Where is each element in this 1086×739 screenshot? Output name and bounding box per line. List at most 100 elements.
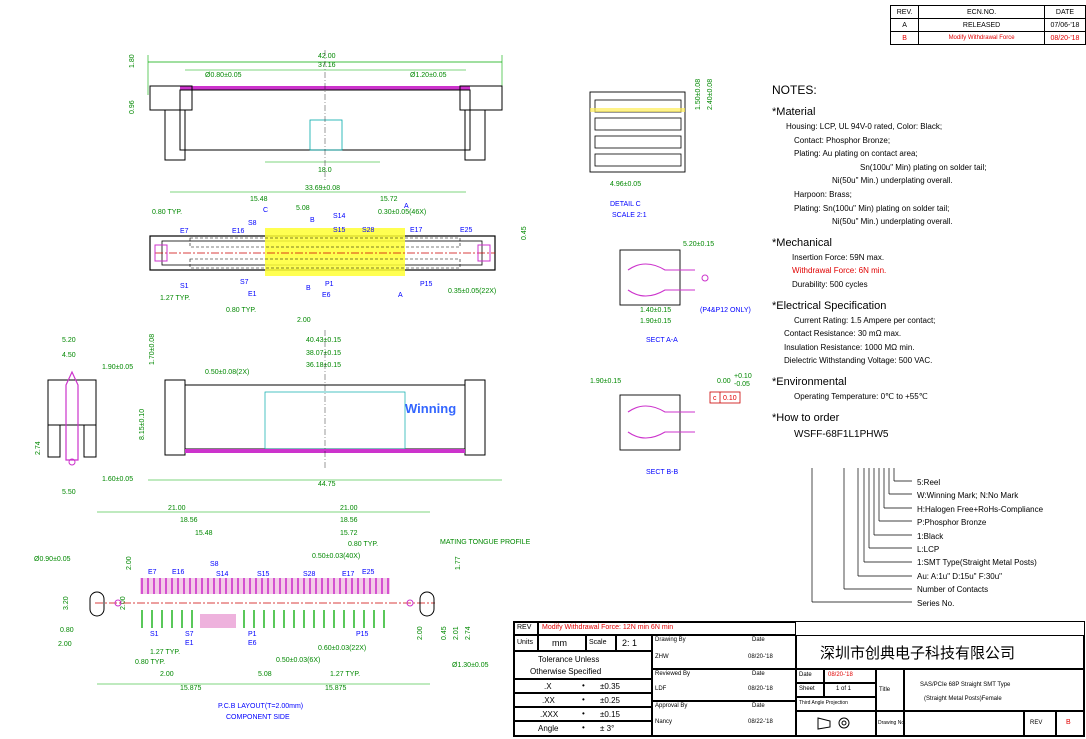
dim-18: 18.0 bbox=[318, 167, 332, 174]
detail-c: 1.50±0.08 2.40±0.08 4.96±0.05 DETAIL C S… bbox=[589, 79, 714, 219]
rev-row: B Modify Withdrawal Force 08/20-'18 bbox=[889, 31, 1086, 45]
pcb-dim-1572: 15.72 bbox=[340, 530, 358, 537]
pcb-subtitle: COMPONENT SIDE bbox=[226, 714, 290, 721]
flatness-symbol: c bbox=[713, 395, 717, 402]
svg-text:E7: E7 bbox=[180, 228, 189, 235]
dim-3618: 36.18±0.15 bbox=[306, 362, 341, 369]
sect-b-title: SECT B-B bbox=[646, 469, 678, 476]
dim-127typ: 1.27 TYP. bbox=[160, 295, 190, 302]
pcb-dim-15875b: 15.875 bbox=[325, 685, 347, 692]
dim-096: 0.96 bbox=[129, 100, 136, 114]
dim-hole-right: Ø1.20±0.05 bbox=[410, 72, 447, 79]
dim-190-a: 1.90±0.15 bbox=[640, 318, 671, 325]
svg-text:E16: E16 bbox=[172, 569, 185, 576]
dim-190: 1.90±0.05 bbox=[102, 364, 133, 371]
pcb-dim-200c: 2.00 bbox=[160, 671, 174, 678]
tb-tol-val: ±0.25 bbox=[600, 696, 620, 705]
order-legend-item: W:Winning Mark; N:No Mark bbox=[917, 491, 1019, 501]
dim-140-a: 1.40±0.15 bbox=[640, 307, 671, 314]
order-legend-item: H:Halogen Free+RoHs-Compliance bbox=[917, 504, 1044, 514]
pcb-dim-080typ: 0.80 TYP. bbox=[348, 541, 378, 548]
svg-text:E25: E25 bbox=[362, 569, 375, 576]
tb-reviewed-by-name: LDF bbox=[655, 686, 667, 692]
tb-rev-text: Modify Withdrawal Force: 12N min 6N min bbox=[542, 624, 674, 631]
tb-date-cell: 08/20-'18 bbox=[828, 672, 853, 678]
pcb-dim-080typ-b: 0.80 TYP. bbox=[135, 659, 165, 666]
pcb-dim-21a: 21.00 bbox=[168, 505, 186, 512]
pcb-dim-508: 5.08 bbox=[258, 671, 272, 678]
pcb-dim-060: 0.60±0.03(22X) bbox=[318, 645, 366, 652]
svg-text:E25: E25 bbox=[460, 227, 473, 234]
tb-title-line1: SAS/PCIe 68P Straight SMT Type bbox=[920, 682, 1011, 688]
date-cell: 08/20-'18 bbox=[1043, 31, 1086, 45]
dim-080typ-b: 0.80 TYP. bbox=[226, 307, 256, 314]
svg-text:A: A bbox=[398, 292, 403, 299]
rev-cell: B bbox=[889, 31, 920, 45]
svg-text:C: C bbox=[263, 207, 268, 214]
tb-tol-sub: Otherwise Specified bbox=[530, 667, 602, 676]
tb-units-label: Units bbox=[517, 639, 533, 646]
dim-1548: 15.48 bbox=[250, 196, 268, 203]
dim-000-b: 0.00 bbox=[717, 378, 731, 385]
tb-title-line2: (Straight Metal Posts)Female bbox=[924, 696, 1002, 702]
tb-date-label: Date bbox=[799, 672, 812, 678]
svg-text:P1: P1 bbox=[325, 281, 334, 288]
material-line: Sn(100u" Min) plating on solder tail; bbox=[860, 162, 987, 172]
environmental-heading: *Environmental bbox=[772, 375, 847, 388]
tb-units-value: mm bbox=[552, 638, 567, 648]
dim-180: 1.80 bbox=[129, 54, 136, 68]
dim-274: 2.74 bbox=[35, 441, 42, 455]
projection-icon bbox=[817, 717, 850, 730]
svg-text:P15: P15 bbox=[420, 281, 433, 288]
dim-050-2x: 0.50±0.08(2X) bbox=[205, 369, 249, 376]
order-legend-item: Number of Contacts bbox=[917, 585, 989, 595]
pcb-dim-15875a: 15.875 bbox=[180, 685, 202, 692]
sect-a: 5.20±0.15 1.40±0.15 1.90±0.15 (P4&P12 ON… bbox=[619, 241, 751, 344]
material-heading: *Material bbox=[772, 106, 816, 118]
dim-190-b: 1.90±0.15 bbox=[590, 378, 621, 385]
svg-text:E6: E6 bbox=[322, 292, 331, 299]
brand-winning: Winning bbox=[405, 401, 456, 416]
pcb-hole: Ø0.90±0.05 bbox=[34, 556, 71, 563]
pcb-dim-050-6x: 0.50±0.03(6X) bbox=[276, 657, 320, 664]
svg-text:A: A bbox=[404, 203, 409, 210]
mechanical-heading: *Mechanical bbox=[772, 236, 832, 249]
pcb-dim-201: 2.01 bbox=[453, 626, 460, 640]
tb-reviewed-date: 08/20-'18 bbox=[748, 686, 773, 692]
svg-text:S28: S28 bbox=[303, 571, 316, 578]
svg-text:S1: S1 bbox=[150, 631, 159, 638]
tb-rev2-value: B bbox=[1066, 719, 1071, 726]
rev-cell: A bbox=[889, 18, 920, 32]
material-line: Contact: Phosphor Bronze; bbox=[794, 135, 891, 145]
pcb-dim-274: 2.74 bbox=[465, 626, 472, 640]
tb-drawing-date: 08/20-'18 bbox=[748, 654, 773, 660]
dim-tol-dn: -0.05 bbox=[734, 381, 750, 388]
svg-text:S15: S15 bbox=[333, 227, 346, 234]
ecn-cell: Modify Withdrawal Force bbox=[918, 31, 1045, 45]
pcb-dim-127typ: 1.27 TYP. bbox=[150, 649, 180, 656]
dim-035: 0.35±0.05(22X) bbox=[448, 288, 496, 295]
dim-815: 8.15±0.10 bbox=[139, 409, 146, 440]
dim-42: 42.00 bbox=[318, 53, 336, 60]
tb-scale-value: 2: 1 bbox=[622, 638, 638, 648]
detail-c-title: DETAIL C bbox=[610, 201, 641, 208]
dim-200: 2.00 bbox=[297, 317, 311, 324]
svg-text:S28: S28 bbox=[362, 227, 375, 234]
pcb-hole2: Ø1.30±0.05 bbox=[452, 662, 489, 669]
pcb-dim-1856a: 18.56 bbox=[180, 517, 198, 524]
top-view: 42.00 37.16 Ø0.80±0.05 Ø1.20±0.05 1.80 0… bbox=[129, 50, 503, 180]
svg-text:S14: S14 bbox=[216, 571, 229, 578]
electrical-line: Current Rating: 1.5 Ampere per contact; bbox=[794, 315, 936, 325]
order-legend-item: P:Phosphor Bronze bbox=[917, 518, 987, 528]
dim-496-c: 4.96±0.05 bbox=[610, 181, 641, 188]
dim-1572: 15.72 bbox=[380, 196, 398, 203]
electrical-line: Contact Resistance: 30 mΩ max. bbox=[784, 329, 902, 339]
svg-text:S14: S14 bbox=[333, 213, 346, 220]
dim-030: 0.30±0.05(46X) bbox=[378, 209, 426, 216]
pcb-dim-045: 0.45 bbox=[441, 626, 448, 640]
tb-drawing-no-label: Drawing No. bbox=[878, 720, 906, 726]
svg-text:B: B bbox=[306, 285, 311, 292]
dim-3807: 38.07±0.15 bbox=[306, 350, 341, 357]
tb-reviewed-by: Reviewed By bbox=[655, 671, 691, 677]
electrical-heading: *Electrical Specification bbox=[772, 299, 887, 312]
